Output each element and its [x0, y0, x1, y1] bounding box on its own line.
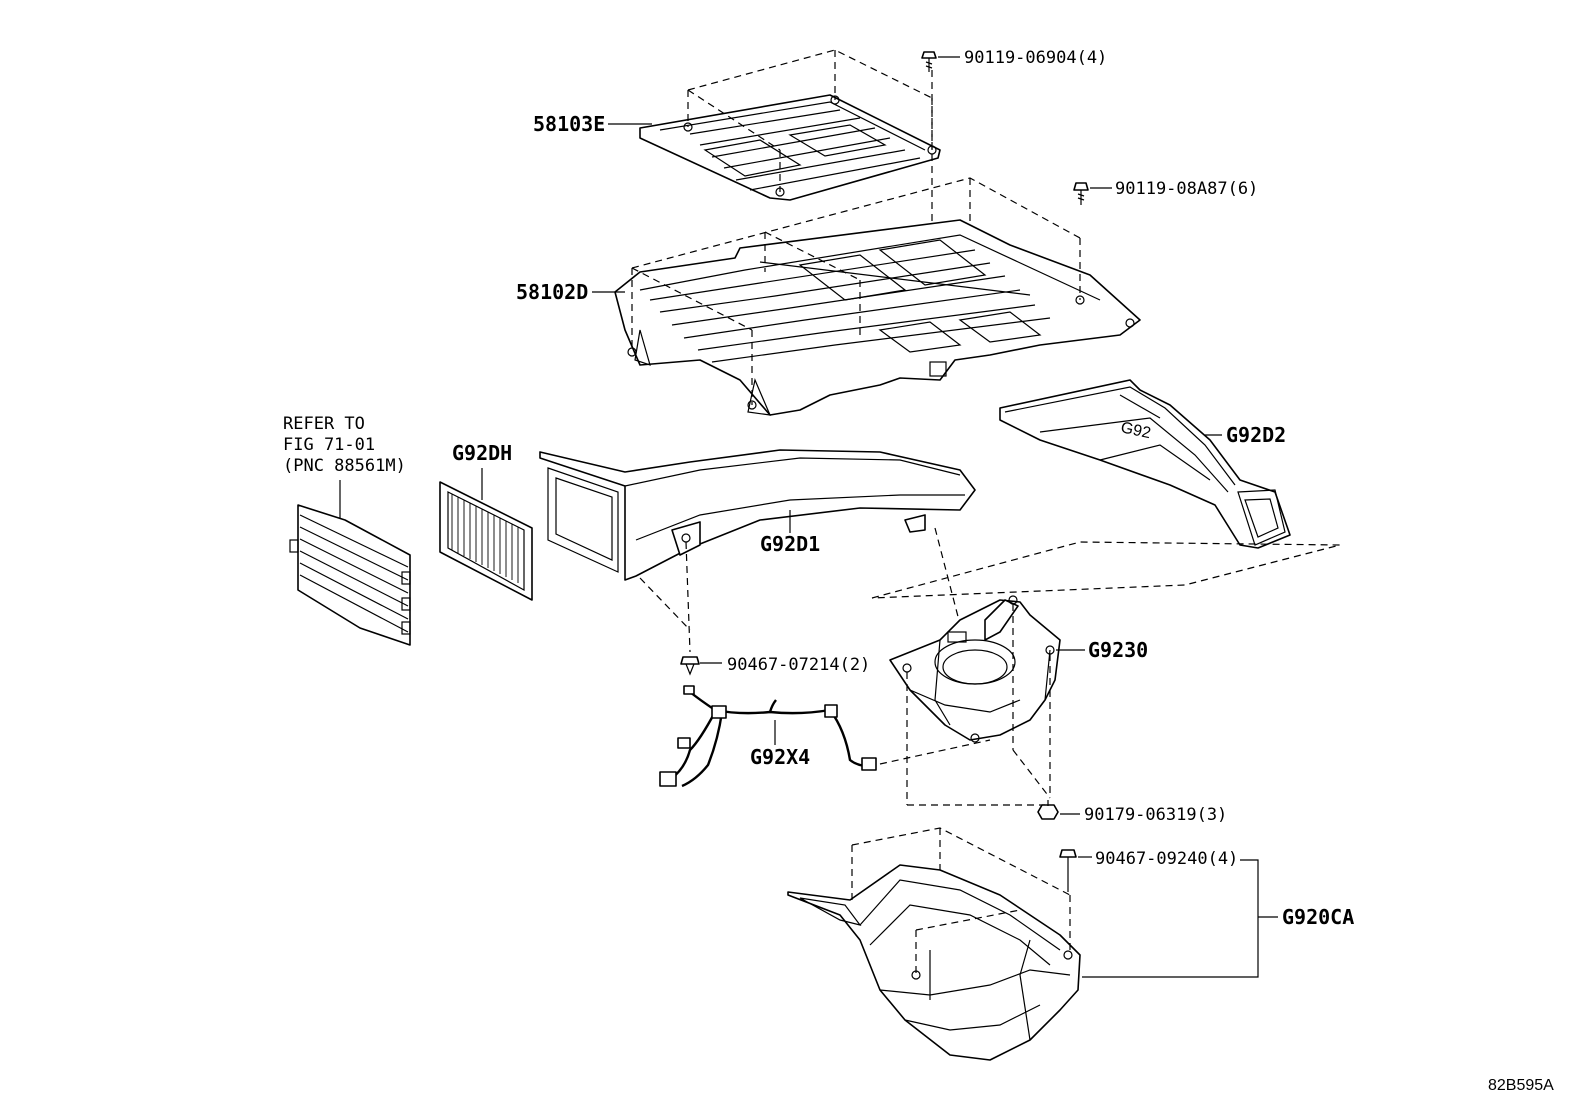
label-90179-06319: 90179-06319(3) [1084, 805, 1227, 825]
dashed-guide-G92D2 [871, 541, 1341, 599]
part-G920CA-lower-case[interactable] [787, 864, 1081, 1061]
label-refer-fig: FIG 71-01 [283, 435, 375, 455]
dashed-guide-G920CA [851, 827, 1071, 975]
part-G9230-blower-housing[interactable] [889, 595, 1061, 743]
bolt-90119-06904-icon [921, 51, 937, 72]
figure-code: 82B595A [1488, 1077, 1554, 1094]
label-58103E: 58103E [533, 112, 605, 136]
part-58103E-cover-plate[interactable] [639, 94, 941, 201]
label-90467-07214: 90467-07214(2) [727, 655, 870, 675]
part-88561M-register-grille[interactable] [289, 504, 411, 646]
dashed-guide-58102D [631, 177, 1081, 405]
dashed-guide-G9230 [906, 604, 1051, 806]
dashed-guide-G92D1 [639, 527, 963, 653]
dashed-guide-G92X4 [879, 739, 991, 765]
nut-90179-06319-icon [1037, 800, 1059, 820]
part-G92X4-wire-harness[interactable] [659, 685, 877, 788]
part-G92DH-filter[interactable] [439, 481, 533, 601]
label-G92X4: G92X4 [750, 745, 810, 769]
part-G92D2-outlet-duct[interactable] [999, 379, 1291, 549]
label-90119-06904: 90119-06904(4) [964, 48, 1107, 68]
label-G92DH: G92DH [452, 441, 512, 465]
label-G92D1: G92D1 [760, 532, 820, 556]
duct-mark-G92: G92 [1119, 419, 1152, 442]
clip-90467-07214-icon [680, 656, 700, 676]
label-90119-08A87: 90119-08A87(6) [1115, 179, 1258, 199]
label-90467-09240: 90467-09240(4) [1095, 849, 1238, 869]
part-58102D-floor-plate[interactable] [614, 219, 1141, 416]
bracket-G920CA [1082, 859, 1278, 978]
label-58102D: 58102D [516, 280, 588, 304]
label-refer-to: REFER TO [283, 414, 365, 434]
part-G92D1-inlet-duct[interactable] [539, 449, 976, 581]
bolt-90119-08A87-icon [1073, 182, 1089, 205]
label-refer-pnc: (PNC 88561M) [283, 456, 406, 476]
label-G920CA: G920CA [1282, 905, 1354, 929]
clip-90467-09240-icon [1059, 849, 1077, 892]
dashed-guide-58103E [687, 49, 933, 225]
label-G92D2: G92D2 [1226, 423, 1286, 447]
label-G9230: G9230 [1088, 638, 1148, 662]
